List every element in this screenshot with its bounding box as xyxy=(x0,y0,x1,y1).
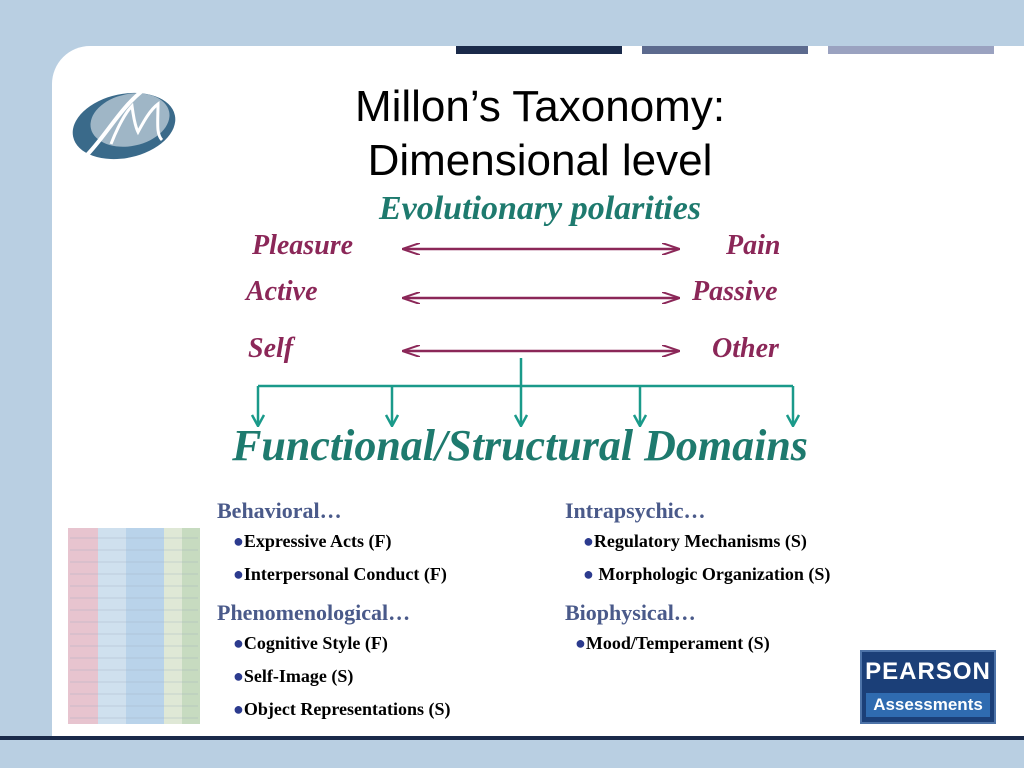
list-item: ●Regulatory Mechanisms (S) xyxy=(583,531,807,552)
list-item: ●Object Representations (S) xyxy=(233,699,451,720)
bullet-icon: ● xyxy=(233,564,244,584)
bullet-icon: ● xyxy=(575,633,586,653)
item-text: Expressive Acts (F) xyxy=(243,531,392,551)
bullet-icon: ● xyxy=(583,564,594,584)
polarity-left-2: Active xyxy=(246,276,318,307)
polarity-left-3: Self xyxy=(248,333,294,364)
item-text: Regulatory Mechanisms (S) xyxy=(593,531,807,551)
pearson-sub: Assessments xyxy=(866,693,990,717)
pearson-logo: PEARSON Assessments xyxy=(860,650,996,724)
polarity-right-1: Pain xyxy=(726,230,781,261)
slide-title: Millon’s Taxonomy: Dimensional level xyxy=(260,80,820,188)
title-line-2: Dimensional level xyxy=(367,136,713,185)
polarity-right-3: Other xyxy=(712,333,779,364)
list-item: ●Interpersonal Conduct (F) xyxy=(233,564,447,585)
bullet-icon: ● xyxy=(233,531,244,551)
category-biophysical: Biophysical… xyxy=(565,600,696,625)
bullet-icon: ● xyxy=(233,633,244,653)
top-bar-dark xyxy=(456,46,622,54)
list-item: ●Cognitive Style (F) xyxy=(233,633,388,654)
bullet-icon: ● xyxy=(233,699,244,719)
bullet-icon: ● xyxy=(233,666,244,686)
category-phenomenological: Phenomenological… xyxy=(217,600,411,625)
list-item: ●Mood/Temperament (S) xyxy=(575,633,770,654)
item-text: Cognitive Style (F) xyxy=(243,633,388,653)
bottom-band xyxy=(0,740,1024,768)
polarity-right-2: Passive xyxy=(692,276,778,307)
category-intrapsychic: Intrapsychic… xyxy=(565,498,706,523)
item-text: Object Representations (S) xyxy=(243,699,451,719)
item-text: Self-Image (S) xyxy=(243,666,354,686)
title-line-1: Millon’s Taxonomy: xyxy=(354,82,726,131)
top-bar-light xyxy=(828,46,994,54)
list-item: ●Self-Image (S) xyxy=(233,666,353,687)
category-behavioral: Behavioral… xyxy=(217,498,342,523)
decorative-document-image xyxy=(68,528,200,724)
top-bar-mid xyxy=(642,46,808,54)
slide-background xyxy=(52,46,1024,740)
item-text: Interpersonal Conduct (F) xyxy=(243,564,447,584)
subtitle: Evolutionary polarities xyxy=(378,190,702,227)
bullet-icon: ● xyxy=(583,531,594,551)
list-item: ●Expressive Acts (F) xyxy=(233,531,392,552)
item-text: Morphologic Organization (S) xyxy=(593,564,831,584)
pearson-name: PEARSON xyxy=(865,658,991,685)
item-text: Mood/Temperament (S) xyxy=(585,633,770,653)
polarity-left-1: Pleasure xyxy=(252,230,354,261)
domains-heading: Functional/Structural Domains xyxy=(232,421,808,470)
bottom-line xyxy=(0,736,1024,742)
millon-logo-icon xyxy=(72,86,176,160)
list-item: ● Morphologic Organization (S) xyxy=(583,564,830,585)
